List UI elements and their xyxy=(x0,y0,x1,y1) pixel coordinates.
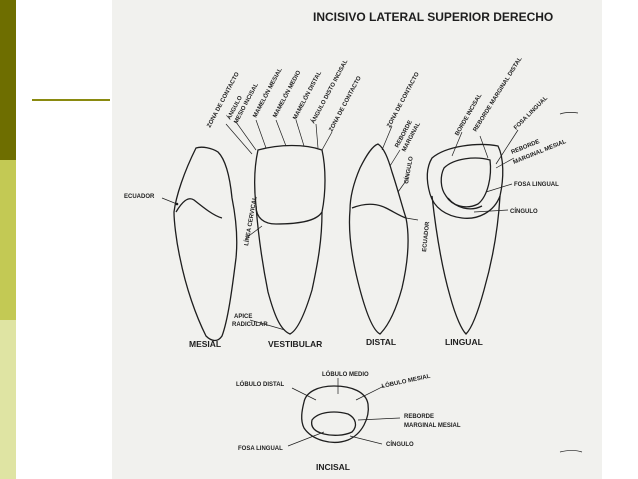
label-cingulo-distal: CÍNGULO xyxy=(402,155,415,184)
mesial-tooth-outline xyxy=(173,146,238,342)
lingual-crown-outline xyxy=(426,143,504,219)
view-label-vestibular: VESTIBULAR xyxy=(268,339,322,349)
mesial-view: ECUADOR MESIAL xyxy=(124,146,238,349)
accent-rule xyxy=(32,99,110,101)
vestibular-view: LÍNEA CERVICAL APICE RADICULAR VESTIBULA… xyxy=(206,58,363,349)
distal-cervical-line xyxy=(351,203,407,219)
label-zona-contacto-3: ZONA DE CONTACTO xyxy=(386,71,421,129)
label-ecuador-left: ECUADOR xyxy=(124,194,155,200)
label-reborde-inc-2: MARGINAL MESIAL xyxy=(404,423,461,429)
scan-mark-top xyxy=(559,111,579,115)
label-lobulo-distal: LÓBULO DISTAL xyxy=(236,380,285,388)
label-fosa-lingual-top: FOSA LINGUAL xyxy=(513,95,549,131)
label-lobulo-mesial: LÓBULO MESIAL xyxy=(381,372,432,390)
vestibular-root-outline xyxy=(255,205,323,335)
distal-view: ZONA DE CONTACTO REBORDE MARGINAL CÍNGUL… xyxy=(348,71,431,347)
incisal-outline xyxy=(301,385,369,443)
lingual-root-outline xyxy=(431,195,501,335)
label-reborde-inc-1: REBORDE xyxy=(404,414,434,420)
incisal-view: LÓBULO MEDIO LÓBULO DISTAL LÓBULO MESIAL… xyxy=(236,370,583,472)
lingual-view: BORDE INCISAL REBORDE MARGINAL DISTAL FO… xyxy=(426,56,579,347)
label-cingulo-right: CÍNGULO xyxy=(510,207,538,215)
view-label-lingual: LINGUAL xyxy=(445,337,483,347)
lingual-fossa-outline xyxy=(440,157,492,208)
label-apice-1: APICE xyxy=(234,314,252,320)
mesial-cervical-line xyxy=(175,198,223,219)
label-linea-cervical: LÍNEA CERVICAL xyxy=(242,195,259,246)
sidebar-dark-block xyxy=(0,0,16,160)
sidebar-mid-block xyxy=(0,160,16,320)
slide-sidebar xyxy=(0,0,16,479)
vestibular-crown-outline xyxy=(254,144,326,225)
label-apice-2: RADICULAR xyxy=(232,322,268,328)
view-label-incisal: INCISAL xyxy=(316,462,350,472)
label-fosa-lingual-right: FOSA LINGUAL xyxy=(514,182,559,188)
incisal-fossa xyxy=(310,411,357,436)
view-label-mesial: MESIAL xyxy=(189,339,221,349)
label-cingulo-bottom: CÍNGULO xyxy=(386,440,414,448)
scan-mark-bottom xyxy=(559,450,583,453)
label-fosa-lingual-bottom: FOSA LINGUAL xyxy=(238,446,283,452)
label-ecuador-distal: ECUADOR xyxy=(422,221,431,252)
view-label-distal: DISTAL xyxy=(366,337,396,347)
distal-tooth-outline xyxy=(348,143,409,335)
sidebar-light-block xyxy=(0,320,16,479)
label-lobulo-medio: LÓBULO MEDIO xyxy=(322,370,369,378)
diagram-title: INCISIVO LATERAL SUPERIOR DERECHO xyxy=(313,10,553,24)
lingual-cingulum xyxy=(447,197,483,210)
label-angulo-disto-incisal: ÁNGULO DISTO INCISAL xyxy=(310,58,350,125)
